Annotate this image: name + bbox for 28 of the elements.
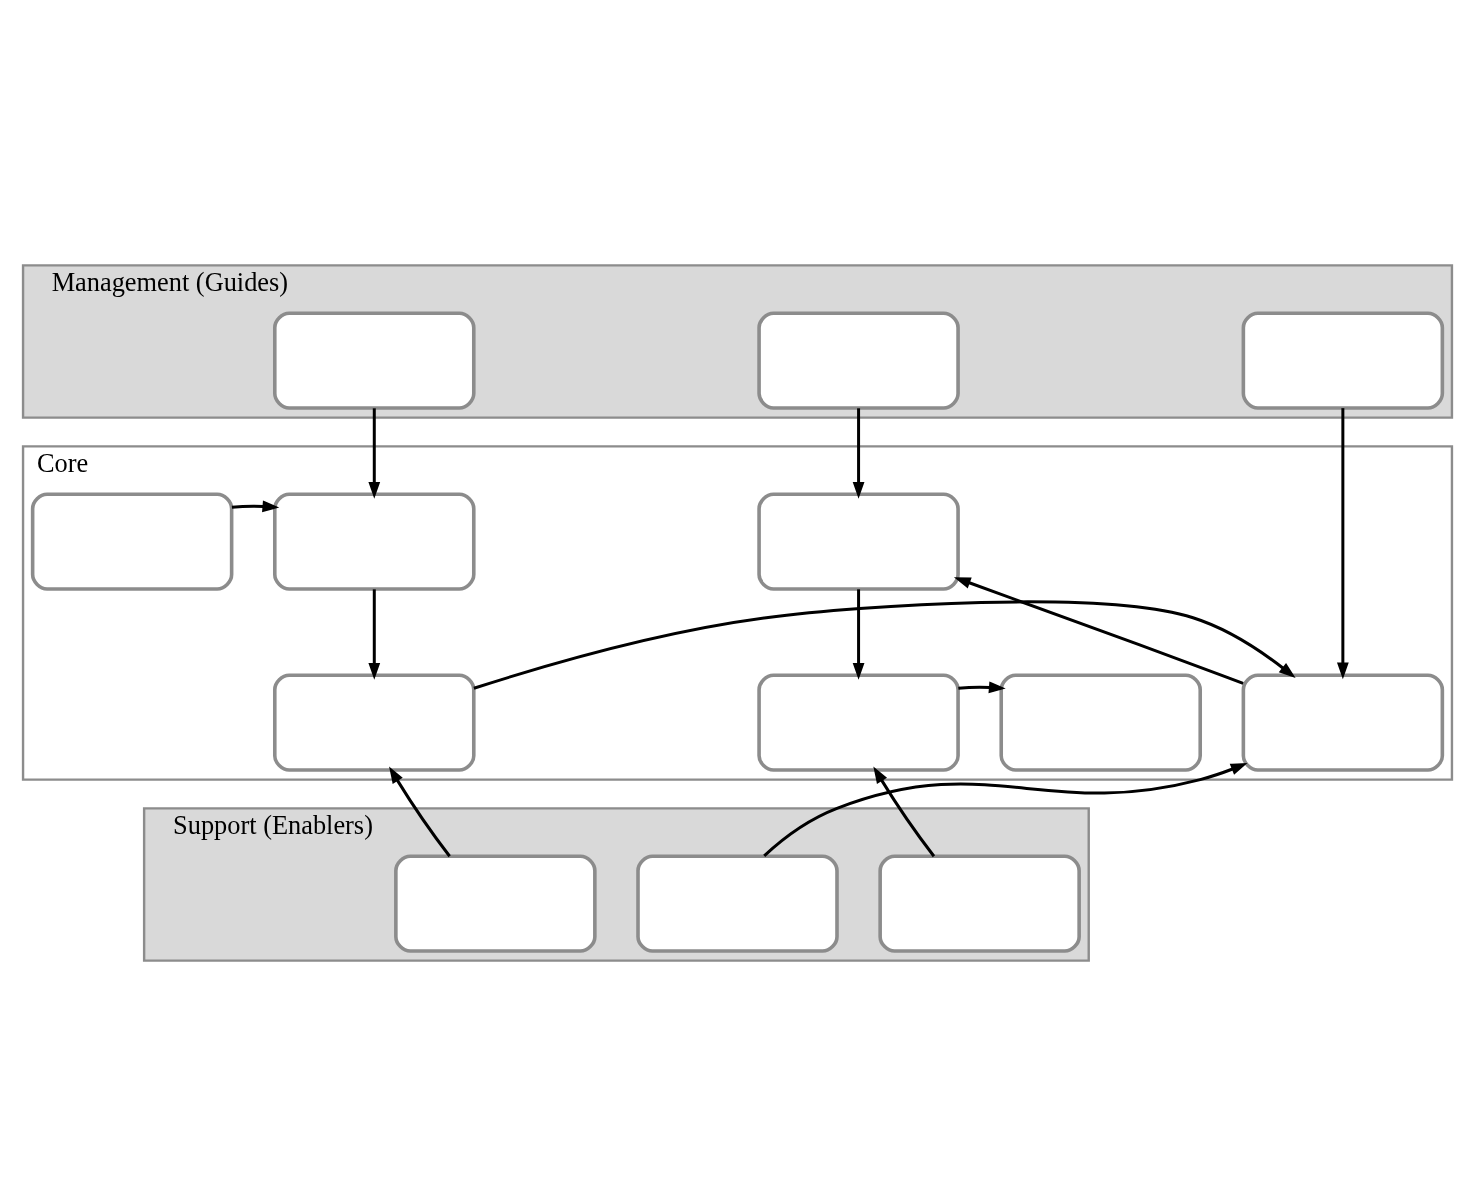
node-box [999, 673, 1202, 772]
arrow [389, 766, 451, 858]
node-box [394, 854, 597, 953]
node-box [1241, 673, 1445, 772]
arrow [368, 408, 381, 499]
arrow [852, 589, 865, 680]
arrow [953, 577, 1244, 685]
node-box [757, 492, 960, 591]
node-box [757, 311, 960, 410]
arrow [368, 589, 381, 680]
cluster: Support (Enablers) [142, 807, 1090, 962]
arrow [473, 600, 1296, 690]
node-box [636, 854, 839, 953]
arrow [1336, 408, 1349, 680]
node-box [1241, 311, 1445, 410]
arrow [873, 766, 936, 858]
arrow [852, 408, 865, 499]
arrow [958, 681, 1006, 694]
node-box [273, 311, 476, 410]
node-box [878, 854, 1081, 953]
arrow [231, 500, 280, 513]
node-box [273, 673, 476, 772]
arrow [763, 763, 1248, 857]
node-box [757, 673, 960, 772]
node-box [273, 492, 476, 591]
cluster: Management (Guides) [21, 264, 1454, 419]
node-box [30, 492, 234, 591]
cluster: Core [21, 445, 1454, 781]
